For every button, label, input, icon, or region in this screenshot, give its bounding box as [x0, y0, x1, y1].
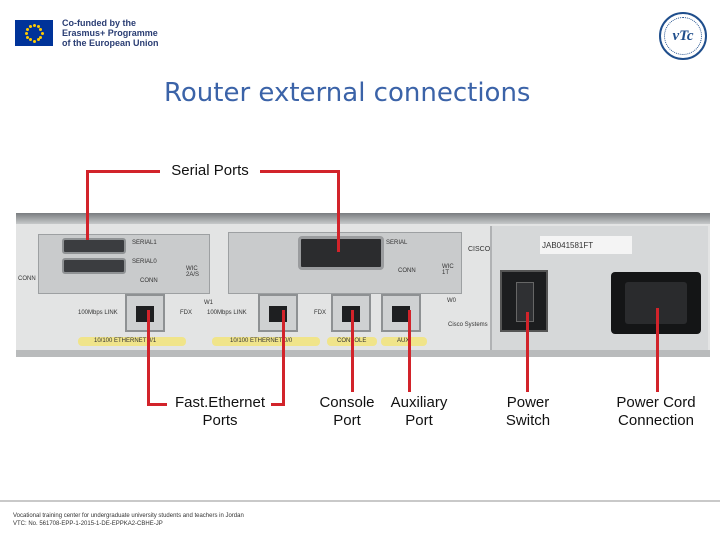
model-label: CISCO2621 [468, 246, 506, 253]
auxiliary-port [381, 294, 421, 332]
serial-port-0 [62, 258, 126, 274]
auxiliary-port-label-line2: Port [405, 412, 433, 429]
eu-star-icon [25, 35, 29, 39]
serial-port-1 [62, 238, 126, 254]
footer-text: Vocational training center for undergrad… [13, 512, 244, 528]
eth0-1-strip: 10/100 ETHERNET 0/1 [78, 337, 186, 346]
eu-star-icon [36, 38, 40, 42]
aux-line [408, 310, 411, 392]
serial-number-sticker: JAB041581FT [540, 236, 632, 254]
eu-star-icon [28, 24, 32, 28]
console-port-label-line1: Console [319, 394, 375, 411]
auxiliary-port-label-line1: Auxiliary [390, 394, 448, 411]
eu-star-icon [32, 39, 36, 43]
serial-callout-line-right [337, 170, 340, 252]
footer-line2: VTC: No. 561708-EPP-1-2015-1-DE-EPPKA2-C… [13, 521, 163, 527]
slide-title-text: Router external connections [164, 78, 531, 108]
footer-line1: Vocational training center for undergrad… [13, 513, 244, 519]
router-top-edge [16, 213, 710, 224]
console-port-label: Console Port [312, 394, 382, 430]
fdx-right-label: FDX [314, 310, 326, 316]
conn-mid-label: CONN [140, 278, 158, 284]
power-switch [500, 270, 548, 332]
eu-star-icon [24, 31, 28, 35]
power-switch-line [526, 312, 529, 392]
console-port-label-line2: Port [333, 412, 361, 429]
fast-ethernet-line-2-foot [271, 403, 285, 406]
fast-ethernet-port-0-1 [125, 294, 165, 332]
link-left-label: 100Mbps LINK [78, 310, 118, 316]
power-switch-label-line1: Power [506, 394, 550, 411]
fast-ethernet-label-line1: Fast.Ethernet [174, 394, 266, 411]
eu-star-icon [28, 38, 32, 42]
power-cord-line [656, 308, 659, 392]
eu-star-icon [32, 23, 36, 27]
serial-right-label: SERIAL [386, 240, 408, 246]
fast-ethernet-label: Fast.Ethernet Ports [160, 394, 280, 430]
power-cord-label-line2: Connection [618, 412, 694, 429]
eu-star-icon [39, 27, 43, 31]
serial0-label: SERIAL0 [132, 259, 157, 265]
eu-text-line2: Erasmus+ Programme [62, 28, 158, 38]
conn-right-label: CONN [398, 268, 416, 274]
power-cord-label-line1: Power Cord [616, 394, 696, 411]
eth0-1-label: 10/100 ETHERNET 0/1 [94, 338, 157, 344]
eth0-0-label: 10/100 ETHERNET 0/0 [230, 338, 293, 344]
link-right-label: 100Mbps LINK [207, 310, 247, 316]
vtc-logo: vTc [659, 12, 707, 60]
power-switch-label: Power Switch [494, 394, 562, 430]
eu-funding-text: Co-funded by the Erasmus+ Programme of t… [62, 18, 159, 48]
serial-callout-line-top-right [260, 170, 340, 173]
eu-flag-logo [15, 20, 53, 46]
vtc-logo-text: vTc [672, 27, 694, 44]
cisco-systems-label: Cisco Systems [448, 322, 488, 328]
eu-text-line1: Co-funded by the [62, 18, 136, 28]
eu-text-line3: of the European Union [62, 38, 159, 48]
serial-port-wic1t [298, 236, 384, 270]
fast-ethernet-line-2 [282, 310, 285, 406]
power-cord-socket [611, 272, 701, 334]
aux-label: AUX [397, 338, 410, 344]
eu-star-icon [39, 35, 43, 39]
serial-callout-line-top-left [86, 170, 160, 173]
eu-star-icon [36, 24, 40, 28]
wic-left-label: WIC 2A/S [186, 266, 200, 278]
serial-callout-line-left [86, 170, 89, 240]
fast-ethernet-label-line2: Ports [202, 412, 238, 429]
eu-star-icon [25, 27, 29, 31]
wic-right-label: WIC 1T [442, 264, 454, 276]
footer-divider [0, 500, 720, 502]
conn-left-label: CONN [18, 276, 36, 282]
serial-ports-label: Serial Ports [171, 162, 249, 179]
w0-label: W0 [447, 298, 456, 304]
power-switch-label-line2: Switch [505, 412, 551, 429]
fast-ethernet-line-1 [147, 310, 150, 406]
fdx-left-label: FDX [180, 310, 192, 316]
console-line [351, 310, 354, 392]
fast-ethernet-port-0-0 [258, 294, 298, 332]
aux-strip: AUX [381, 337, 427, 346]
eth0-0-strip: 10/100 ETHERNET 0/0 [212, 337, 320, 346]
auxiliary-port-label: Auxiliary Port [383, 394, 455, 430]
serial1-label: SERIAL1 [132, 240, 157, 246]
eu-star-icon [40, 31, 44, 35]
fast-ethernet-line-1-foot [147, 403, 167, 406]
serial-number-text: JAB041581FT [542, 241, 594, 250]
w1-label: W1 [204, 300, 213, 306]
router-bottom-edge [16, 350, 710, 357]
power-cord-label: Power Cord Connection [604, 394, 708, 430]
